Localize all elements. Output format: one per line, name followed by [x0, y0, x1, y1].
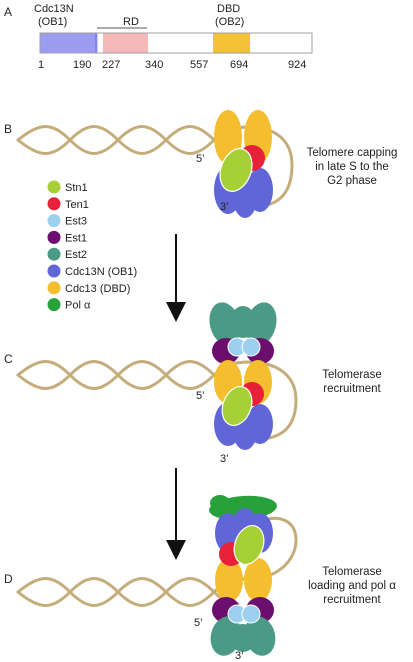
legend-label-5: Cdc13N (OB1) [65, 266, 137, 278]
legend-swatch-4 [47, 247, 61, 261]
complex-d [209, 495, 277, 656]
five-prime-d: 5’ [194, 617, 203, 629]
legend-label-2: Est3 [65, 216, 87, 228]
legend-swatch-6 [47, 281, 61, 295]
caption-d-line-2: loading and pol α [308, 580, 396, 592]
caption-b-line-1: Telomere capping [307, 147, 398, 159]
panel-label-a: A [4, 5, 12, 19]
legend-label-6: Cdc13 (DBD) [65, 283, 130, 295]
est3-right-d [241, 604, 261, 624]
tick-557: 557 [190, 59, 208, 71]
caption-c-line-2: recruitment [323, 383, 381, 395]
legend-swatch-2 [47, 214, 61, 228]
caption-b-line-2: in late S to the [315, 161, 389, 173]
ob1-lobe-right-b [247, 168, 273, 212]
dbd-lobe-right-d [244, 558, 272, 602]
est3-right-c [241, 337, 261, 357]
ob1-label: (OB1) [38, 16, 67, 28]
legend-swatch-1 [47, 197, 61, 211]
domain-map: Cdc13N (OB1) RD DBD (OB2) 1 190 227 340 … [34, 3, 313, 71]
legend-swatch-0 [47, 180, 61, 194]
rd-label: RD [123, 16, 139, 28]
three-prime-d: 3’ [235, 650, 244, 662]
caption-b-line-3: G2 phase [327, 175, 377, 187]
rd-domain [103, 33, 148, 53]
five-prime-c: 5’ [196, 390, 205, 402]
ob1-lobe-right-c [247, 404, 273, 444]
stn1-b [219, 148, 253, 192]
legend-label-7: Pol α [65, 300, 91, 312]
tick-340: 340 [145, 59, 163, 71]
dna-strand-d1 [16, 577, 250, 607]
complex-b [214, 110, 273, 218]
tick-227: 227 [102, 59, 120, 71]
legend-label-0: Stn1 [65, 182, 88, 194]
legend-label-4: Est2 [65, 249, 87, 261]
legend-label-3: Est1 [65, 232, 87, 244]
caption-c: Telomerase recruitment [322, 369, 381, 395]
three-prime-c: 3’ [220, 453, 229, 465]
stn1-c [221, 386, 253, 426]
tick-694: 694 [230, 59, 248, 71]
est2-lobe-mid-d [230, 624, 256, 652]
caption-d-line-1: Telomerase [322, 566, 381, 578]
tick-924: 924 [288, 59, 306, 71]
cdc13n-label: Cdc13N [34, 3, 74, 15]
cdc13n-domain [40, 33, 98, 53]
tick-1: 1 [38, 59, 44, 71]
tick-190: 190 [73, 59, 91, 71]
dbd-domain [213, 33, 250, 53]
est2-lobe-mid-c [230, 306, 256, 338]
caption-b: Telomere capping in late S to the G2 pha… [307, 147, 398, 187]
panel-label-d: D [4, 572, 13, 586]
legend-swatch-7 [47, 298, 61, 312]
legend-swatch-5 [47, 264, 61, 278]
ob2-label: (OB2) [215, 16, 244, 28]
caption-d-line-3: recruitment [323, 594, 381, 606]
caption-c-line-1: Telomerase [322, 369, 381, 381]
dna-strand-d2 [16, 577, 240, 607]
domain-ticks: 1 190 227 340 557 694 924 [38, 59, 306, 71]
panel-label-b: B [4, 122, 12, 136]
complex-c [209, 302, 277, 450]
caption-d: Telomerase loading and pol α recruitment [308, 566, 396, 606]
three-prime-b: 3’ [220, 201, 229, 213]
pol-alpha-knob-d [210, 495, 230, 511]
five-prime-b: 5’ [196, 153, 205, 165]
stn1-d [233, 525, 265, 565]
dbd-lobe-left-d [215, 558, 243, 602]
dbd-label: DBD [217, 3, 240, 15]
panel-label-c: C [4, 352, 13, 366]
legend-label-1: Ten1 [65, 199, 89, 211]
legend-swatch-3 [47, 230, 61, 244]
